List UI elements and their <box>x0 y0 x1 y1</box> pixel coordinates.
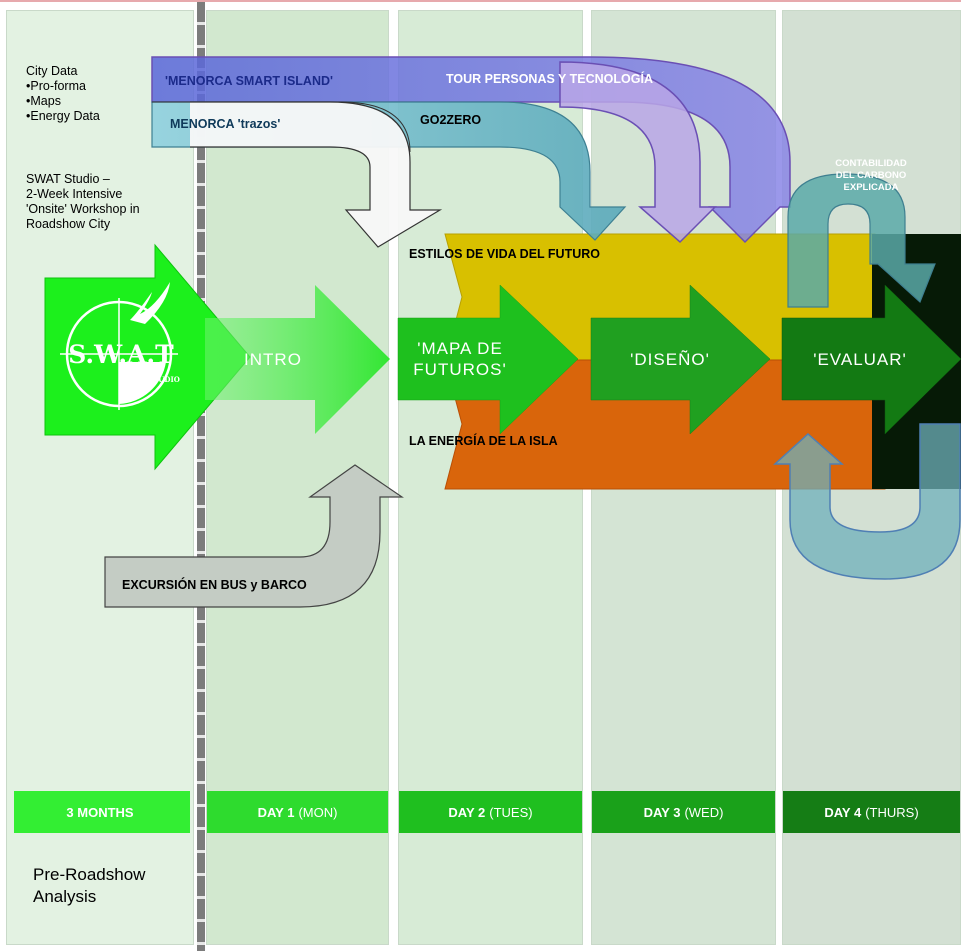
diseno-arrow <box>590 284 771 435</box>
day-rest: (TUES) <box>489 804 533 820</box>
day-bar-day-1: DAY 1(MON) <box>207 791 388 833</box>
tour-label: TOUR PERSONAS Y TECNOLOGÍA <box>446 72 653 86</box>
excursion-label: EXCURSIÓN EN BUS y BARCO <box>122 578 307 592</box>
intro-label: INTRO <box>244 350 302 369</box>
swat-line: 2-Week Intensive <box>26 187 123 201</box>
day-bold: DAY 1 <box>257 804 295 820</box>
lower-loop <box>773 423 961 580</box>
pre-roadshow-line: Pre-Roadshow <box>33 865 146 884</box>
mapa-line: FUTUROS' <box>413 360 507 379</box>
mapa-line: 'MAPA DE <box>417 339 503 358</box>
day-bold: DAY 3 <box>643 804 681 820</box>
estilos-label: ESTILOS DE VIDA DEL FUTURO <box>409 247 600 261</box>
day-bold: DAY 2 <box>448 804 486 820</box>
diseno-label: 'DISEÑO' <box>630 350 710 369</box>
smart-island-label: 'MENORCA SMART ISLAND' <box>165 74 333 88</box>
swat-logo-subtext: STUDIO <box>148 375 180 384</box>
day-bar-3-bg <box>592 791 775 833</box>
day-rest: (THURS) <box>865 804 919 820</box>
swat-line: Roadshow City <box>26 217 111 231</box>
day-rest: (MON) <box>298 804 338 820</box>
city-data-item: •Energy Data <box>26 109 100 123</box>
swat-line: SWAT Studio – <box>26 172 110 186</box>
swat-studio-description: SWAT Studio – 2-Week Intensive 'Onsite' … <box>26 172 140 232</box>
contabilidad-loop <box>787 173 936 308</box>
day-bar-1-bg <box>207 791 388 833</box>
contabilidad-label: CONTABILIDAD DEL CARBONO EXPLICADA <box>806 158 936 194</box>
city-data-title: City Data <box>26 64 78 78</box>
day-rest: (WED) <box>684 804 724 820</box>
excursion-arrow <box>104 464 404 608</box>
contabilidad-line: EXPLICADA <box>843 182 899 193</box>
tour-arrow <box>559 61 717 244</box>
timeline-divider <box>197 2 205 951</box>
day-bar-2-bg <box>399 791 582 833</box>
contabilidad-line: CONTABILIDAD <box>835 158 907 169</box>
evaluar-arrow <box>781 284 961 435</box>
day-bar-day-2: DAY 2(TUES) <box>399 791 582 833</box>
evaluar-label: 'EVALUAR' <box>813 350 907 369</box>
trazos-white-arrow <box>190 101 443 248</box>
day-bar-day-4: DAY 4(THURS) <box>783 791 960 833</box>
go2zero-label: GO2ZERO <box>420 113 482 127</box>
swat-line: 'Onsite' Workshop in <box>26 202 140 216</box>
city-data-item: •Maps <box>26 94 61 108</box>
day-bar-0-bg <box>14 791 190 833</box>
day-bar-4-bg <box>783 791 960 833</box>
swat-logo-text: S.W.A.T <box>68 340 174 369</box>
trazos-label: MENORCA 'trazos' <box>170 117 281 131</box>
mapa-arrow <box>397 284 579 435</box>
pre-roadshow-line: Analysis <box>33 887 97 906</box>
column-pre-roadshow <box>6 10 194 945</box>
pre-roadshow-label: Pre-Roadshow Analysis <box>33 864 145 908</box>
city-data-list: City Data •Pro-forma •Maps •Energy Data <box>26 64 100 124</box>
mapa-label: 'MAPA DE FUTUROS' <box>405 338 515 380</box>
day-bar-day-3: DAY 3(WED) <box>592 791 775 833</box>
day-bar-3-months: 3 MONTHS <box>14 791 190 833</box>
contabilidad-line: DEL CARBONO <box>835 170 907 181</box>
swat-logo-mark <box>60 282 178 410</box>
energia-label: LA ENERGÍA DE LA ISLA <box>409 434 558 448</box>
day-bold: DAY 4 <box>824 804 862 820</box>
swat-arrow <box>44 243 251 471</box>
city-data-item: •Pro-forma <box>26 79 86 93</box>
intro-arrow <box>205 285 390 434</box>
day-bold: 3 MONTHS <box>66 804 134 820</box>
